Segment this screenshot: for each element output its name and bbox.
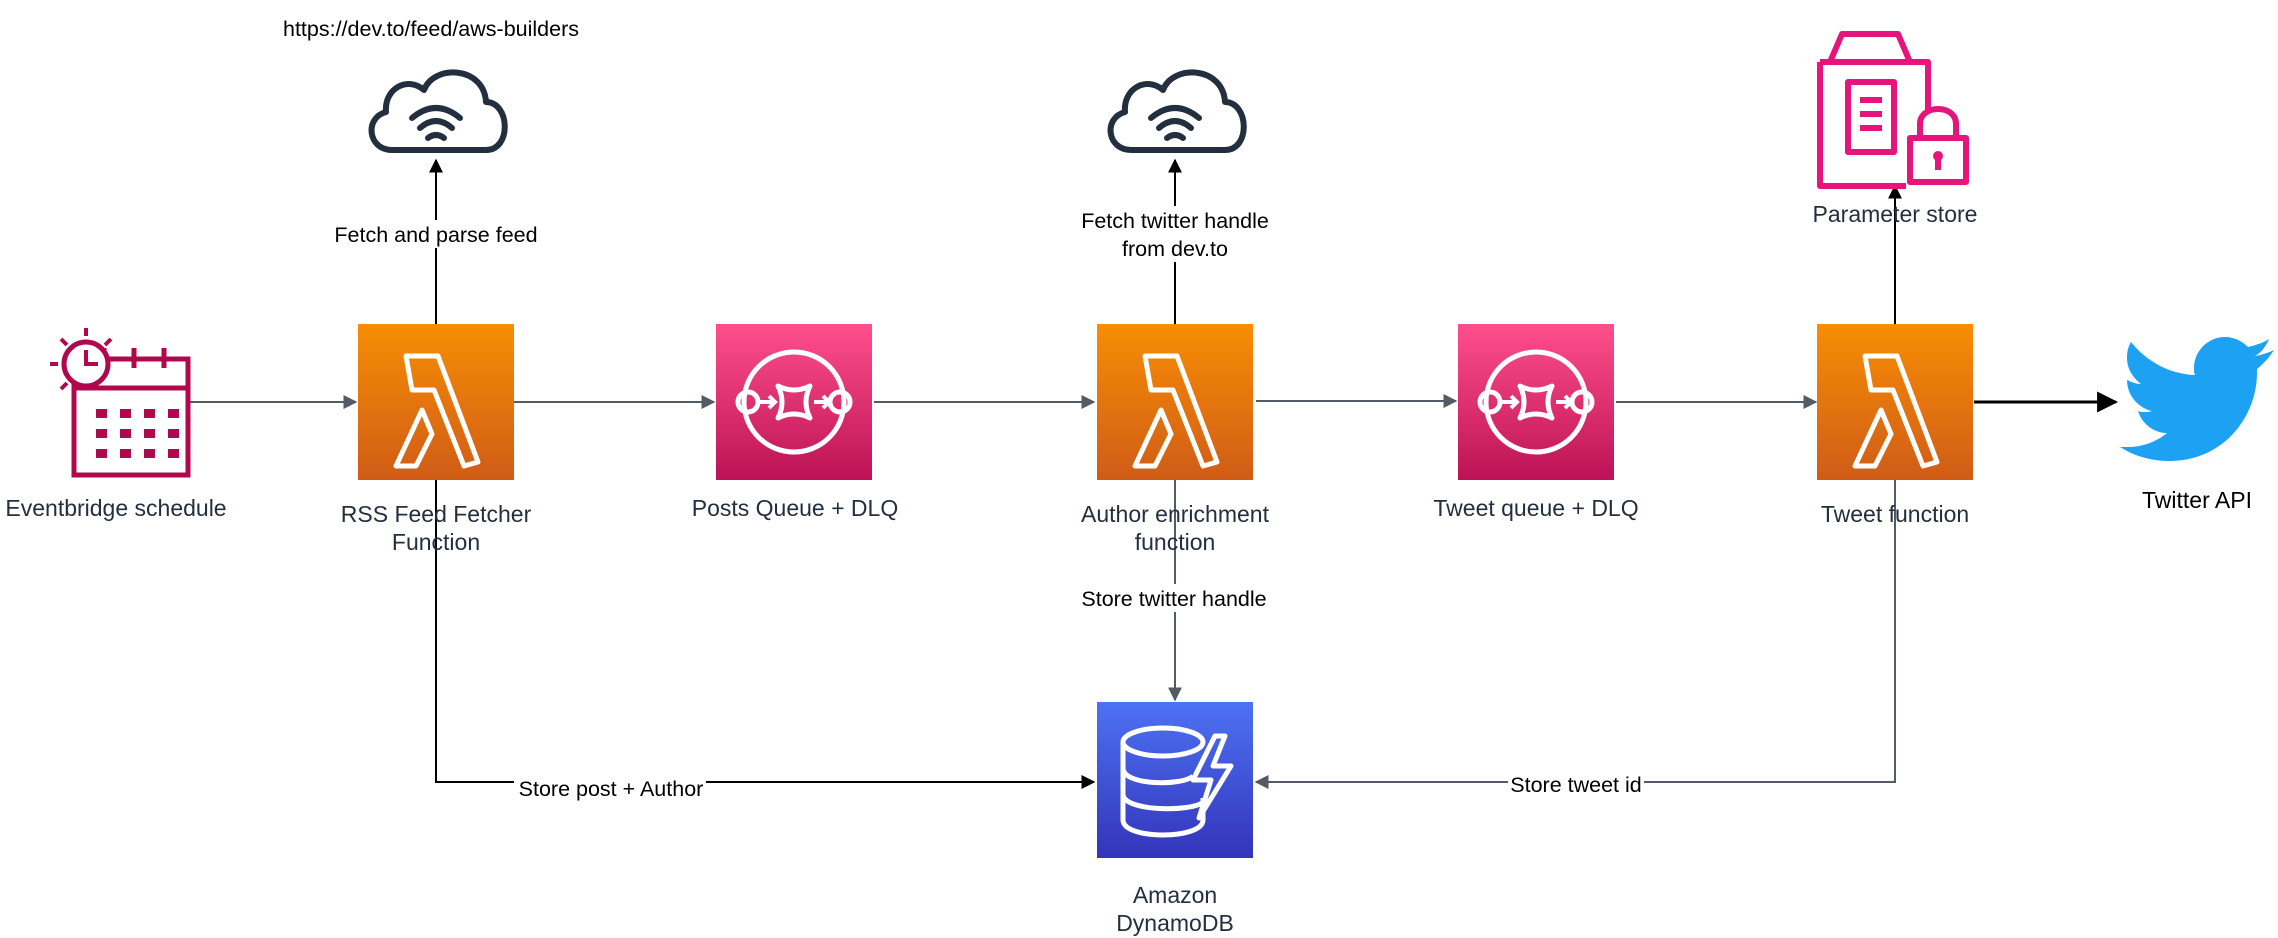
fetch-handle-label-line2: from dev.to [1122, 237, 1228, 261]
dynamodb-node[interactable] [1097, 702, 1253, 858]
eventbridge-schedule-icon [50, 328, 191, 478]
rss-fetcher-label-line1: RSS Feed Fetcher [341, 501, 532, 527]
twitter-api-label: Twitter API [2142, 487, 2252, 513]
store-handle-label: Store twitter handle [1081, 587, 1266, 611]
lambda-icon [358, 324, 514, 480]
eventbridge-label: Eventbridge schedule [5, 495, 226, 521]
tweet-queue-node[interactable] [1458, 324, 1614, 480]
tweet-queue-label: Tweet queue + DLQ [1433, 495, 1638, 521]
rss-fetcher-node[interactable] [358, 324, 514, 480]
twitter-bird-icon [2120, 337, 2274, 461]
edge-tweet-function-to-dynamodb [1254, 480, 1896, 789]
parameter-store-label: Parameter store [1813, 201, 1978, 227]
author-enrichment-label-line2: function [1135, 529, 1216, 555]
feed-url-label: https://dev.to/feed/aws-builders [283, 17, 579, 41]
internet-cloud-icon [1111, 72, 1244, 150]
author-enrichment-node[interactable] [1097, 324, 1253, 480]
parameter-store-icon [1817, 31, 1969, 189]
rss-fetcher-label-line2: Function [392, 529, 480, 555]
edge-rss-to-dynamodb [435, 480, 1096, 789]
author-enrichment-label-line1: Author enrichment [1081, 501, 1270, 527]
internet-cloud-icon [372, 72, 505, 150]
posts-queue-node[interactable] [716, 324, 872, 480]
store-tweet-label: Store tweet id [1510, 773, 1641, 797]
fetch-handle-label-line1: Fetch twitter handle [1081, 209, 1269, 233]
store-post-label: Store post + Author [519, 777, 704, 801]
dynamodb-label-line2: DynamoDB [1116, 910, 1234, 936]
lambda-icon [1817, 324, 1973, 480]
fetch-feed-label: Fetch and parse feed [334, 223, 537, 247]
tweet-function-node[interactable] [1817, 324, 1973, 480]
posts-queue-label: Posts Queue + DLQ [692, 495, 898, 521]
lambda-icon [1097, 324, 1253, 480]
dynamodb-label-line1: Amazon [1133, 882, 1217, 908]
tweet-function-label: Tweet function [1821, 501, 1969, 527]
